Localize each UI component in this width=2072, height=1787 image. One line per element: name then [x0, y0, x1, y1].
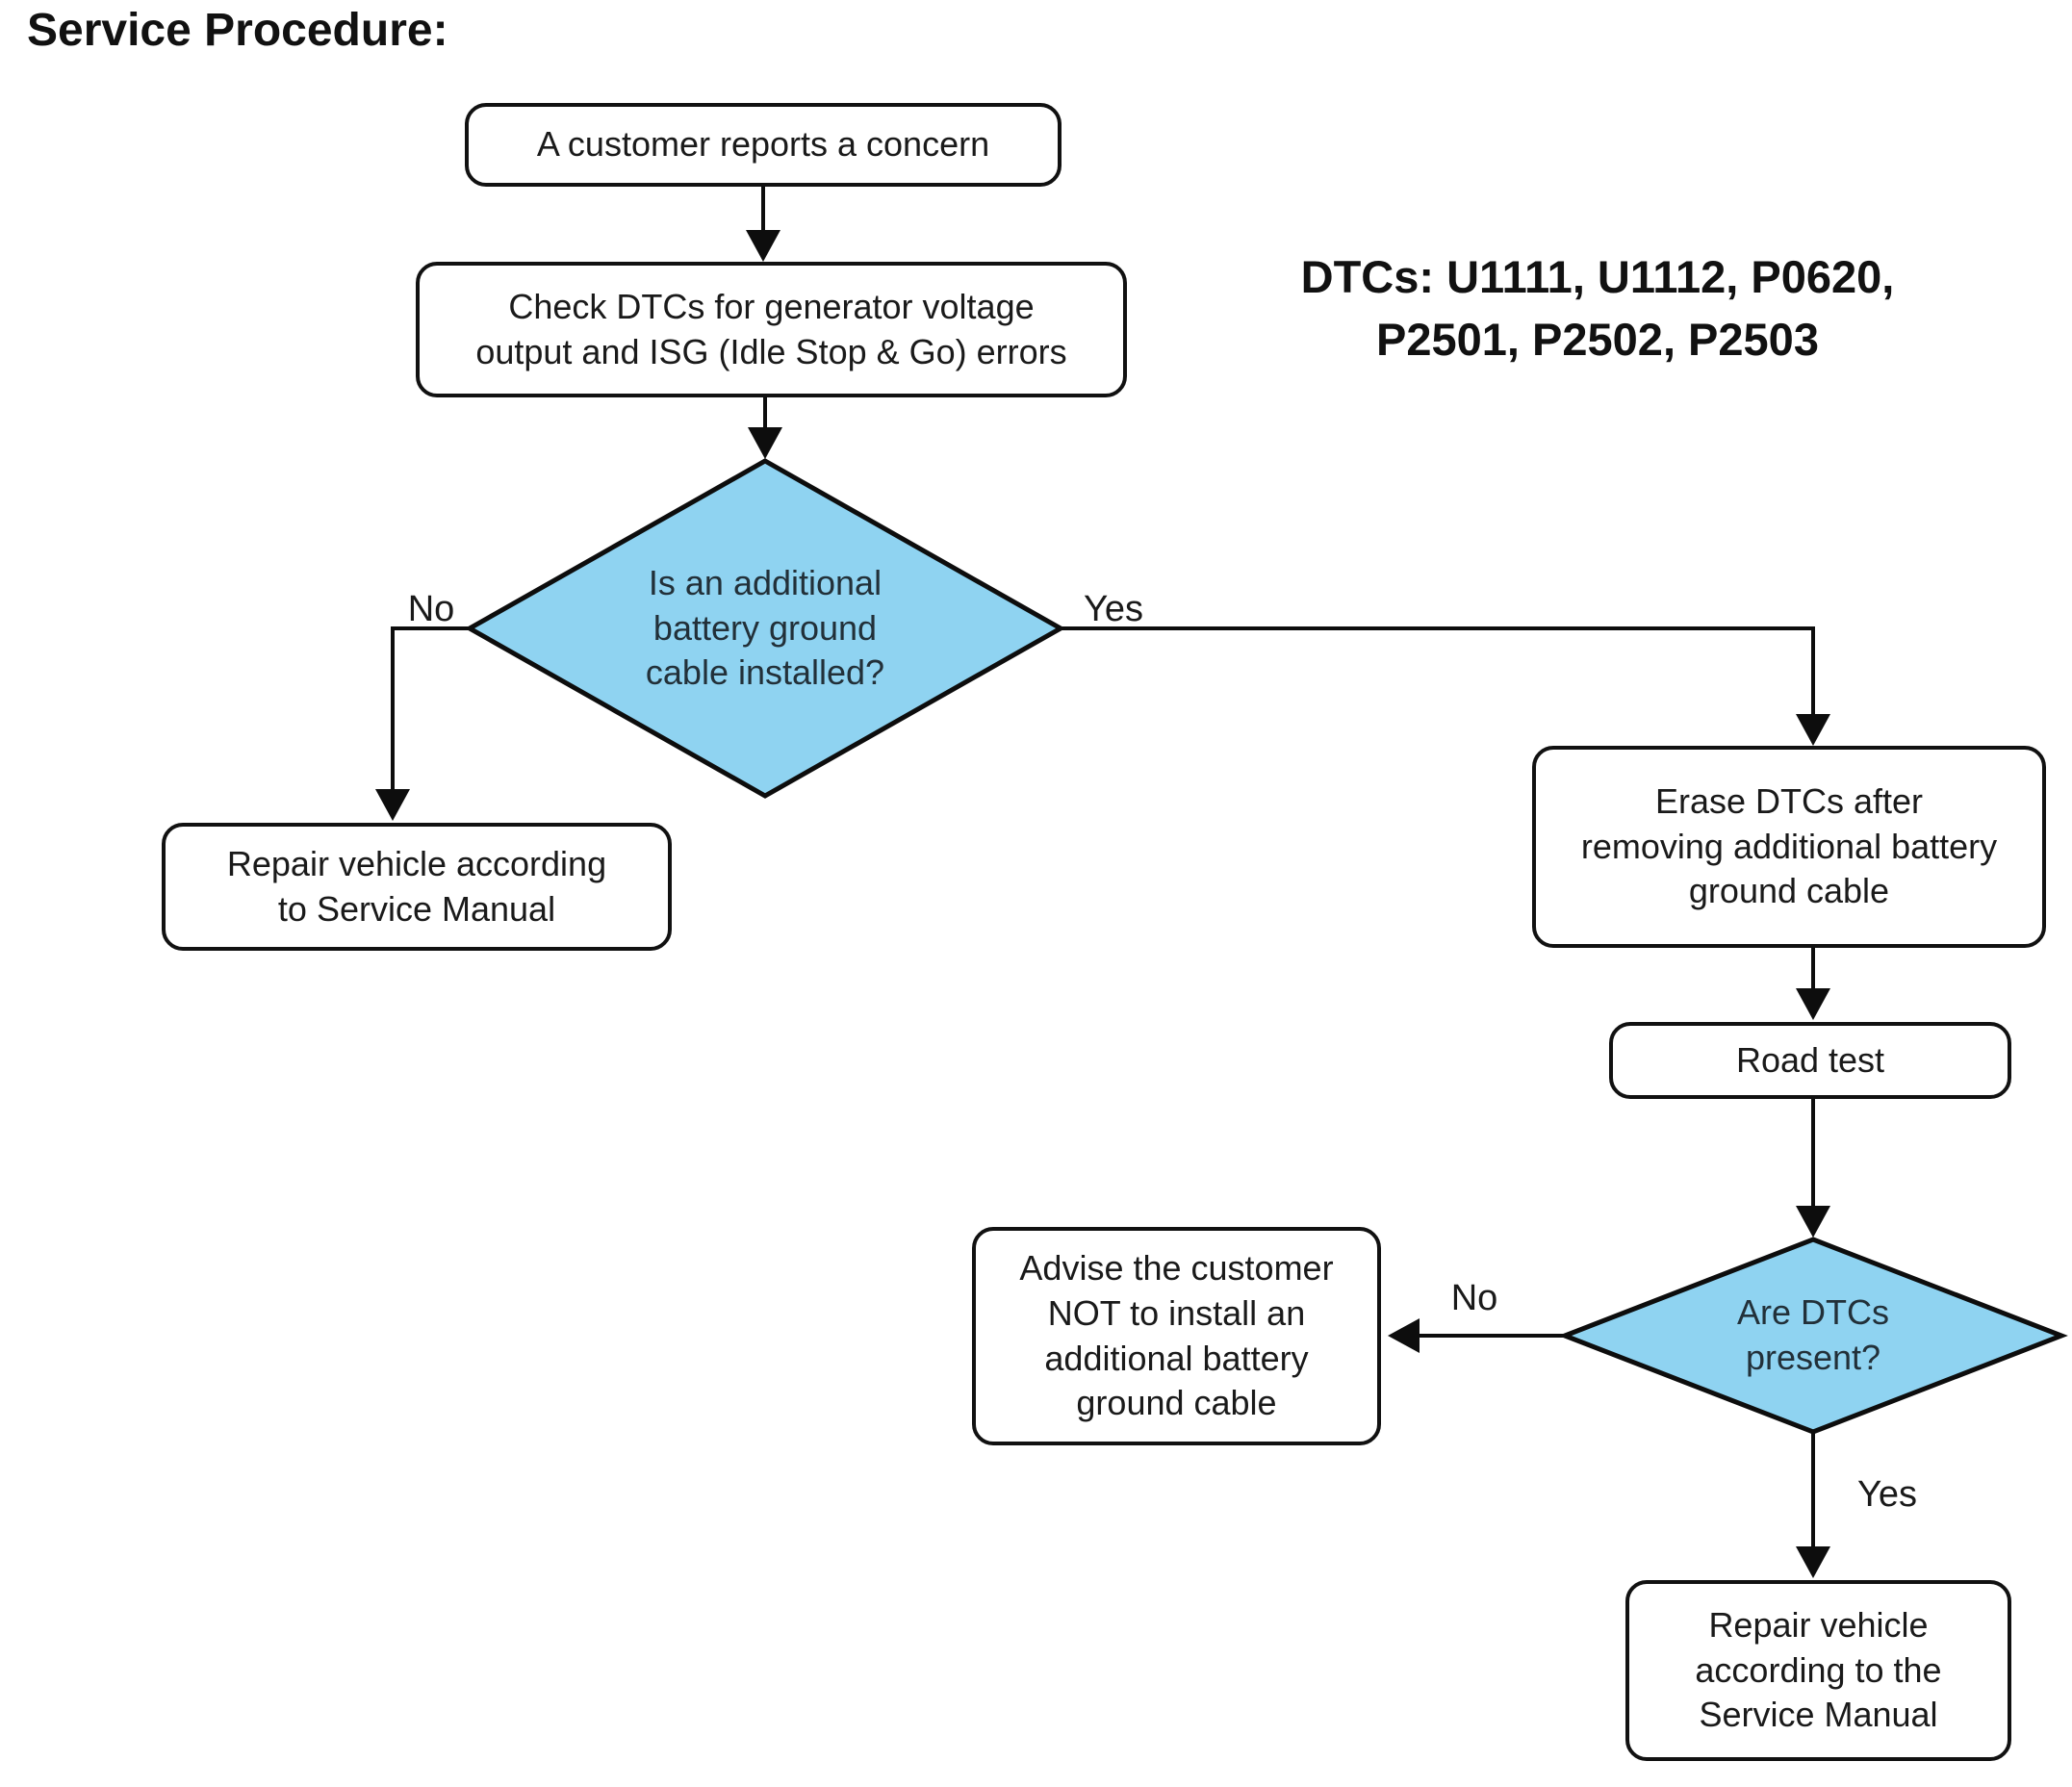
node-label-line: Advise the customer [1019, 1247, 1334, 1288]
node-label-line: additional battery [1044, 1338, 1309, 1378]
node-erase-dtcs: Erase DTCs after removing additional bat… [1532, 746, 2046, 948]
node-label-line: ground cable [1076, 1383, 1277, 1423]
arrowhead-no-to-repair-left [375, 789, 410, 821]
node-label-line: removing additional battery [1580, 826, 1998, 866]
decision-diamond-cable-installed [464, 458, 1066, 799]
edge-label-no-dtcs: No [1450, 1278, 1498, 1318]
decision-label-line: cable installed? [645, 652, 885, 693]
decision-label-line: Is an additional [648, 562, 883, 602]
edge-no-to-repair-left [391, 626, 470, 793]
page-title: Service Procedure: [27, 5, 448, 56]
arrowhead-check-to-diamond1 [748, 427, 782, 459]
decision-label-line: present? [1745, 1338, 1881, 1377]
arrowhead-erase-to-roadtest [1796, 988, 1830, 1020]
node-label-line: Road test [1735, 1039, 1885, 1080]
node-label-line: Check DTCs for generator voltage [508, 286, 1035, 326]
node-advise-customer: Advise the customer NOT to install an ad… [972, 1227, 1381, 1445]
decision-label-cable-installed: Is an additional battery ground cable in… [573, 555, 958, 702]
node-repair-per-service-manual: Repair vehicle according to Service Manu… [162, 823, 672, 951]
node-label-line: A customer reports a concern [536, 124, 990, 165]
node-customer-reports-concern: A customer reports a concern [465, 103, 1062, 187]
node-label-line: NOT to install an [1047, 1292, 1306, 1333]
edge-label-no-cable: No [407, 589, 455, 629]
node-label-line: ground cable [1688, 871, 1890, 911]
arrowhead-yes-to-erase [1796, 714, 1830, 746]
dtc-codes-line: P2501, P2502, P2503 [1376, 313, 1819, 365]
node-check-dtcs: Check DTCs for generator voltage output … [416, 262, 1127, 397]
arrowhead-start-to-check [746, 230, 780, 262]
decision-label-dtcs-present: Are DTCs present? [1669, 1290, 1957, 1381]
node-label-line: to Service Manual [277, 888, 556, 929]
node-label-line: Erase DTCs after [1654, 780, 1924, 821]
arrowhead-roadtest-to-diamond2 [1796, 1206, 1830, 1238]
dtc-codes-line: DTCs: U1111, U1112, P0620, [1300, 251, 1895, 302]
decision-label-line: battery ground [652, 607, 878, 648]
node-label-line: according to the [1695, 1649, 1942, 1690]
node-label-line: Service Manual [1699, 1695, 1938, 1735]
edge-label-yes-dtcs: Yes [1857, 1474, 1917, 1515]
node-label-line: Repair vehicle [1708, 1604, 1929, 1645]
edge-yes-to-erase [1061, 626, 1815, 718]
node-repair-per-service-manual-final: Repair vehicle according to the Service … [1625, 1580, 2011, 1761]
arrowhead-yes-to-repair-right [1796, 1546, 1830, 1578]
dtc-codes-note: DTCs: U1111, U1112, P0620, P2501, P2502,… [1208, 246, 1987, 371]
node-label-line: output and ISG (Idle Stop & Go) errors [475, 331, 1067, 371]
node-label-line: Repair vehicle according [226, 843, 607, 883]
edge-label-yes-cable: Yes [1084, 589, 1143, 629]
decision-diamond-dtcs-present [1558, 1237, 2068, 1435]
arrowhead-no-to-advise [1388, 1318, 1420, 1353]
node-road-test: Road test [1609, 1022, 2011, 1099]
decision-label-line: Are DTCs [1736, 1292, 1889, 1333]
